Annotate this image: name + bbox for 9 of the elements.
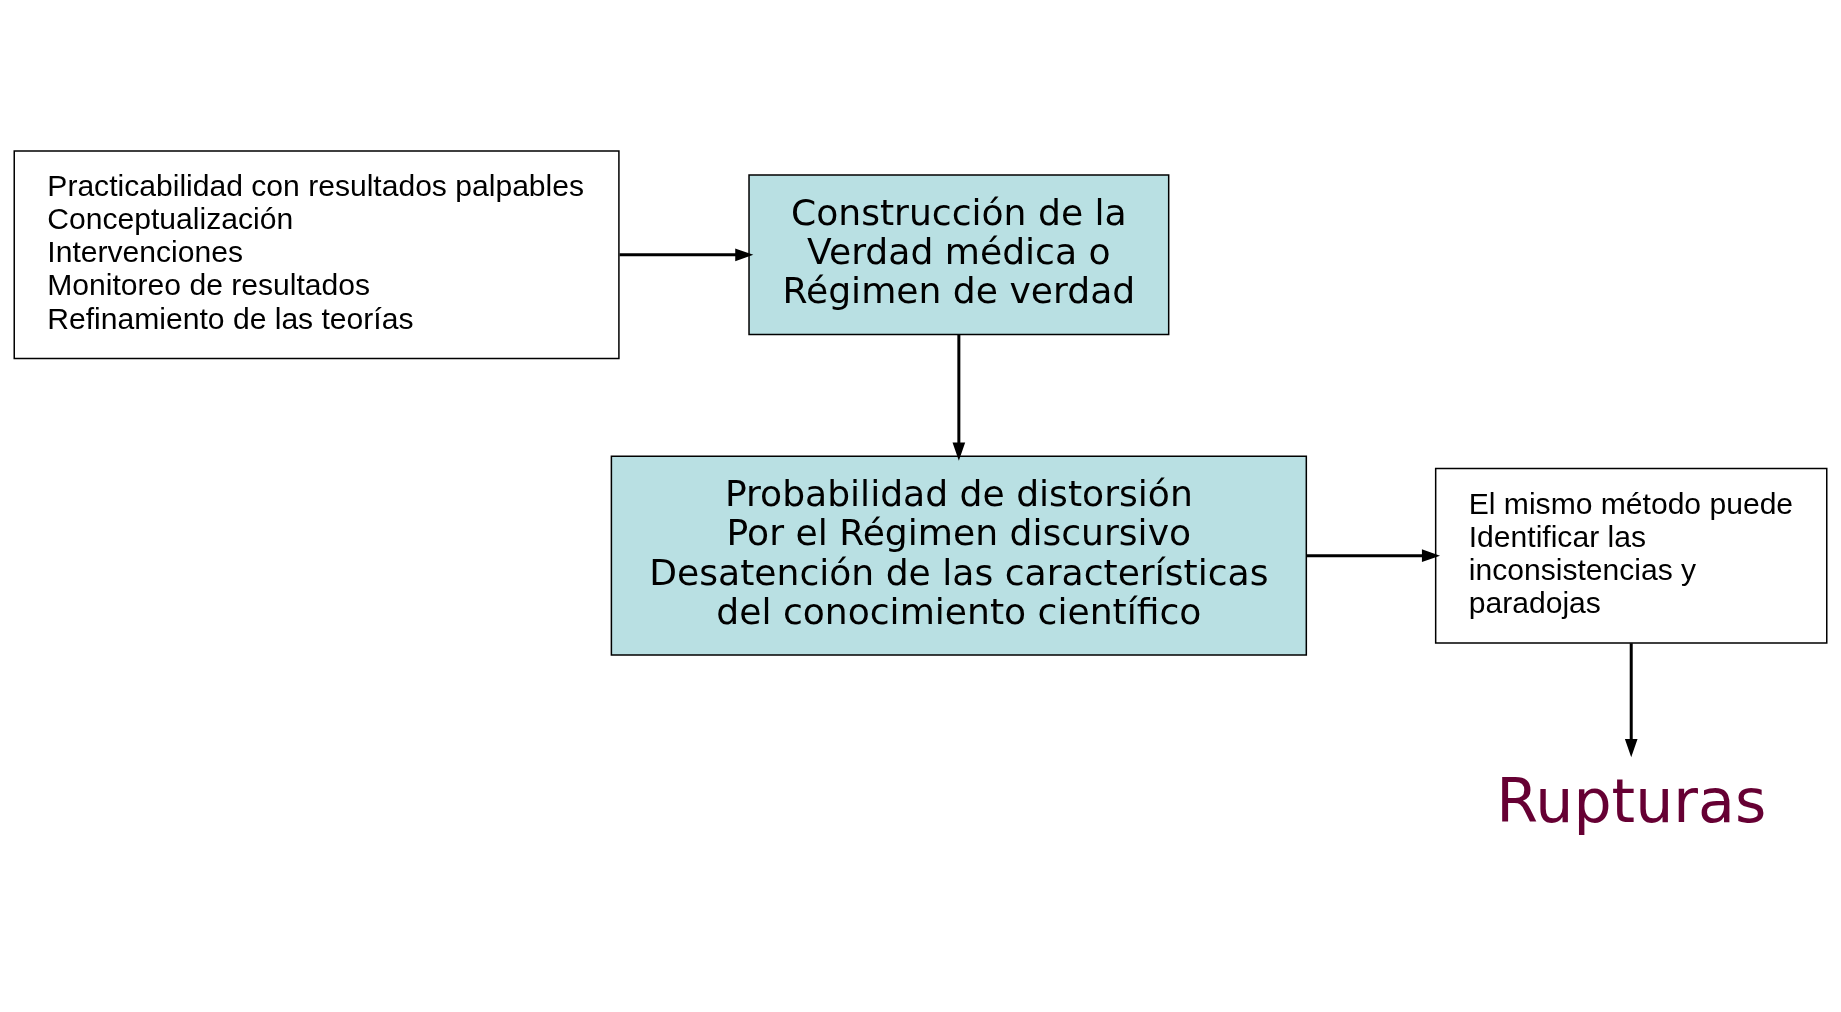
node-box: El mismo método puede Identificar las inconsistencias y paradojas: [1434, 467, 1828, 644]
node-box: Construcción de la Verdad médica o Régimen de verdad: [748, 174, 1170, 336]
arrow: [1624, 643, 1638, 758]
node-text: Rupturas: [1496, 765, 1767, 836]
arrow: [619, 248, 754, 262]
arrow: [952, 334, 966, 461]
arrow: [1306, 549, 1441, 562]
node-box: Probabilidad de distorsión Por el Régimen discursivo Desatención de las características del conocimiento científico: [610, 455, 1308, 656]
node-box: Practicabilidad con resultados palpables Conceptualización Intervenciones Monitoreo de resultados Refinamiento de las teorías: [13, 150, 620, 360]
